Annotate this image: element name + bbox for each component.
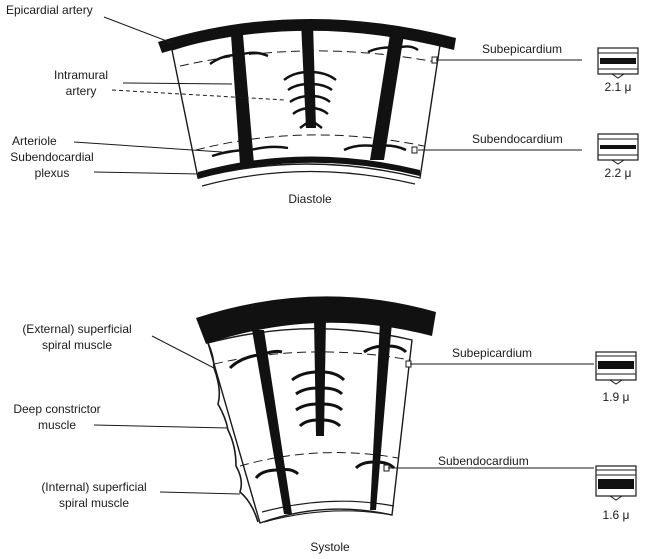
inset-systole-subepicardium xyxy=(595,351,637,385)
label-subendocardial-plexus-line1: Subendocardial xyxy=(10,150,94,164)
inset-diastole-subendocardium xyxy=(597,133,639,165)
inset-diastole-subepicardium xyxy=(597,47,639,79)
systole-endocardial-line-1 xyxy=(261,500,395,513)
label-external-spiral-line2: spiral muscle xyxy=(41,338,113,352)
label-intramural-artery-line2: artery xyxy=(65,84,97,98)
label-subendocardial-plexus-line2: plexus xyxy=(34,166,70,180)
systole-branching-tree xyxy=(228,344,408,479)
diastole-intramural-artery-left xyxy=(231,35,254,164)
systole-wall-outline xyxy=(207,328,413,524)
diastole-branching-tree xyxy=(209,45,419,158)
caption-diastole: Diastole xyxy=(288,192,332,206)
label-internal-spiral-line1: (Internal) superficial xyxy=(41,480,147,494)
inset-systole-subendocardium xyxy=(595,465,637,501)
label-deep-constrictor-line2: muscle xyxy=(37,418,76,432)
diastole-leader-lines xyxy=(73,16,582,175)
caption-systole: Systole xyxy=(310,540,350,554)
inset-value-diastole-subendo: 2.2 μ xyxy=(604,166,632,180)
inset-value-diastole-subepi: 2.1 μ xyxy=(604,80,632,94)
diastole-epicardial-artery xyxy=(158,18,456,53)
label-internal-spiral-line2: spiral muscle xyxy=(58,496,130,510)
systole-leader-lines xyxy=(93,335,594,495)
systole-wavy-margin xyxy=(207,342,259,523)
diastole-subendo-marker xyxy=(411,146,418,154)
systole-intramural-artery-right xyxy=(370,322,392,510)
label-systole-subendocardium: Subendocardium xyxy=(438,454,529,468)
diastole-section xyxy=(73,16,582,187)
label-epicardial-artery: Epicardial artery xyxy=(6,3,93,17)
label-intramural-artery-line1: Intramural xyxy=(53,68,109,82)
inset-value-systole-subendo: 1.6 μ xyxy=(602,508,630,522)
systole-intramural-artery-middle xyxy=(314,318,326,436)
label-diastole-subepicardium: Subepicardium xyxy=(482,42,563,56)
diastole-subendocardial-plexus xyxy=(198,156,420,179)
diastole-subendocardial-plane xyxy=(195,134,425,151)
label-arteriole: Arteriole xyxy=(12,134,57,148)
systole-endocardial-line-2 xyxy=(263,510,393,523)
inset-value-systole-subepi: 1.9 μ xyxy=(602,390,630,404)
systole-section xyxy=(93,296,594,524)
label-diastole-subendocardium: Subendocardium xyxy=(472,132,563,146)
label-deep-constrictor-line1: Deep constrictor xyxy=(13,402,101,416)
diastole-intramural-artery-middle xyxy=(301,22,316,128)
diastole-intramural-artery-right xyxy=(370,28,405,160)
systole-intramural-artery-left xyxy=(252,330,292,514)
label-external-spiral-line1: (External) superficial xyxy=(22,322,132,336)
diastole-endocardial-line xyxy=(201,170,416,187)
label-systole-subepicardium: Subepicardium xyxy=(452,346,533,360)
